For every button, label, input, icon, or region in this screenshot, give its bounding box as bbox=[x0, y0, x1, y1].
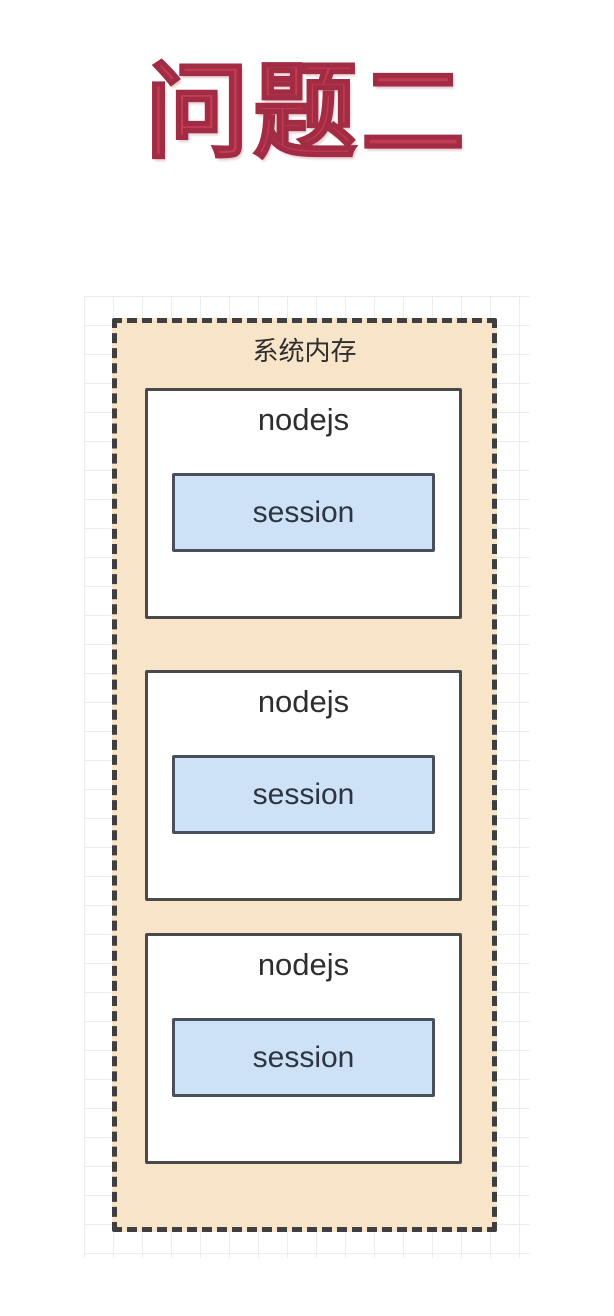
nodejs-process-box: nodejs session bbox=[145, 388, 462, 619]
nodejs-process-box: nodejs session bbox=[145, 670, 462, 901]
page-title: 问题二 bbox=[144, 54, 469, 172]
session-label: session bbox=[252, 1040, 355, 1074]
session-label: session bbox=[252, 495, 355, 529]
system-memory-label: 系统内存 bbox=[252, 336, 357, 366]
session-box: session bbox=[172, 1018, 435, 1097]
session-label: session bbox=[252, 777, 355, 811]
session-box: session bbox=[172, 755, 435, 834]
nodejs-label: nodejs bbox=[257, 402, 350, 437]
nodejs-process-box: nodejs session bbox=[145, 933, 462, 1164]
nodejs-label: nodejs bbox=[257, 684, 350, 719]
system-memory-container: 系统内存 nodejs session nodejs session nodej… bbox=[112, 318, 497, 1232]
nodejs-label: nodejs bbox=[257, 947, 350, 982]
session-box: session bbox=[172, 473, 435, 552]
